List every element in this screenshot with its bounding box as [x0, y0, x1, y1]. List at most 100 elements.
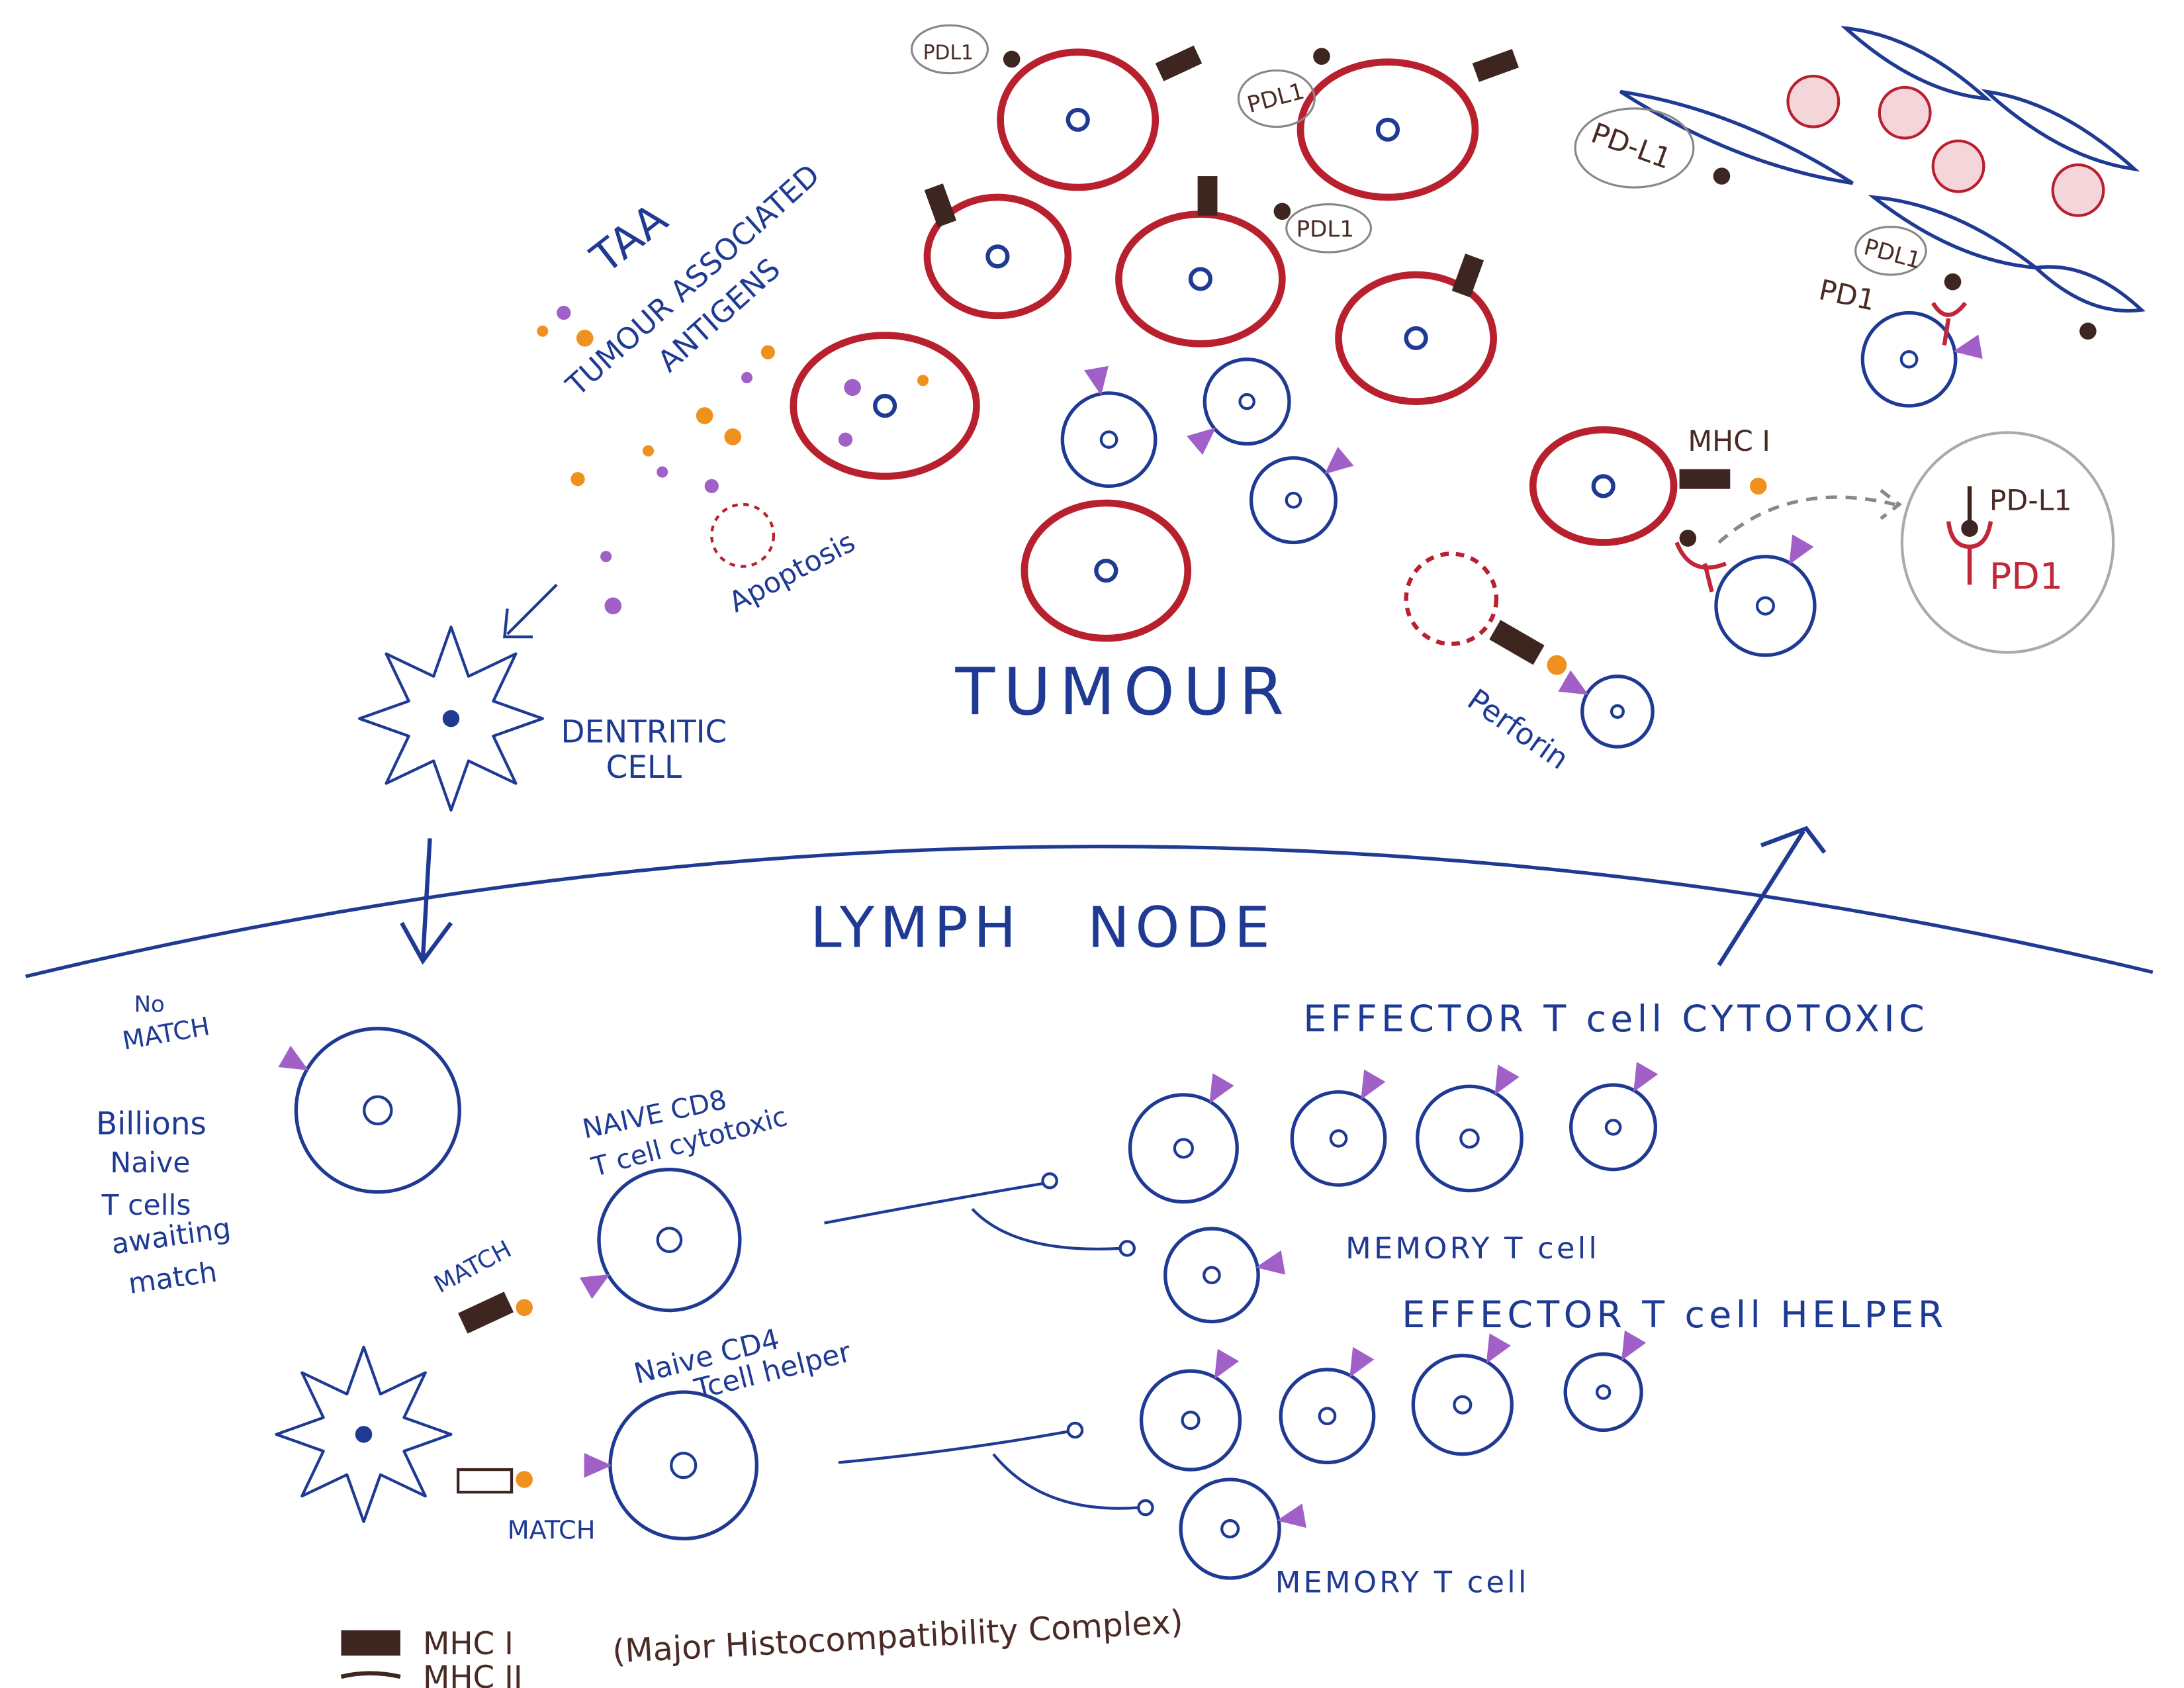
- tumour-nucleus: [1591, 474, 1615, 498]
- dying-tumour-cell: [1404, 551, 1499, 646]
- tumour-cell: [923, 193, 1072, 320]
- pdl1-pd1-binding-icon: [1946, 486, 1993, 585]
- tcr-receptor-icon: [1255, 1250, 1286, 1275]
- t-cell-nucleus: [670, 1452, 698, 1479]
- effector-cytotoxic-label: EFFECTOR T cell CYTOTOXIC: [1303, 998, 1929, 1041]
- memory-label-a: MEMORY T cell: [1345, 1231, 1600, 1266]
- tumour-cell: [997, 48, 1160, 191]
- tumour-title: TUMOUR: [955, 655, 1293, 730]
- naive-t-cell: [294, 1027, 461, 1194]
- antigen-speck: [570, 472, 585, 487]
- antigen-speck: [838, 432, 853, 447]
- tumour-cell: [1297, 58, 1479, 201]
- pdl1-label-c: PDL1: [1297, 216, 1354, 243]
- tumour-nucleus: [1404, 326, 1428, 350]
- dashed-arrow-icon: [1717, 489, 1903, 544]
- tumour-cell: [1021, 499, 1192, 642]
- red-blood-cell: [1786, 74, 1841, 128]
- cytotoxic-t-cell: [1860, 310, 1958, 408]
- arrow-down-icon: [400, 838, 453, 965]
- pdl1-icon: [1273, 203, 1291, 220]
- t-cell-nucleus: [1220, 1519, 1240, 1539]
- t-cell-nucleus: [1318, 1407, 1337, 1426]
- effector-cytotoxic-t-cell: [1416, 1084, 1524, 1193]
- dendritic-label-1: DENTRITIC: [561, 715, 727, 751]
- tcr-receptor-icon: [1209, 1073, 1234, 1103]
- mhc2-legend-icon: [340, 1671, 401, 1679]
- lymph-node-boundary: [25, 845, 2154, 978]
- antigen-speck: [1547, 655, 1567, 675]
- antigen-speck: [516, 1299, 533, 1317]
- legend-mhc1: MHC I: [423, 1626, 514, 1662]
- mhc1-icon: [1155, 45, 1203, 81]
- cytotoxic-t-cell: [1580, 675, 1655, 749]
- endothelial-cell: [2032, 265, 2146, 313]
- t-cell-nucleus: [1203, 1266, 1221, 1285]
- tumour-cell: [1115, 211, 1286, 348]
- mhc1-icon: [1197, 176, 1218, 216]
- tcr-receptor-icon: [1277, 1503, 1306, 1528]
- taa-label: TAA: [582, 194, 677, 283]
- dendritic-nucleus: [355, 1426, 373, 1443]
- mhc1-legend-icon: [341, 1630, 400, 1656]
- tcr-receptor-icon: [1494, 1064, 1520, 1095]
- arrow-up-icon: [1717, 825, 1827, 966]
- tcr-receptor-icon: [1621, 1330, 1647, 1361]
- tumour-nucleus: [985, 244, 1010, 269]
- billions-line-2: Naive: [110, 1147, 190, 1180]
- t-cell-nucleus: [1610, 704, 1625, 719]
- tcr-receptor-icon: [1789, 534, 1814, 565]
- tcr-receptor-icon: [1361, 1069, 1386, 1100]
- antigen-speck: [724, 428, 741, 445]
- cytotoxic-t-cell: [1060, 391, 1158, 489]
- antigen-speck: [657, 466, 668, 478]
- pd1-receptor-icon: [1931, 301, 1968, 346]
- dendritic-nucleus: [442, 710, 460, 727]
- t-cell-nucleus: [1755, 596, 1775, 616]
- pdl1-icon: [1313, 48, 1330, 65]
- antigen-speck: [741, 371, 753, 383]
- mhc1-label: MHC I: [1688, 425, 1770, 458]
- memory-label-b: MEMORY T cell: [1275, 1565, 1529, 1599]
- t-cell-nucleus: [1899, 350, 1919, 369]
- antigen-speck: [537, 325, 549, 337]
- differentiation-lines: [824, 1172, 1154, 1517]
- effector-helper-t-cell: [1563, 1352, 1643, 1432]
- t-cell-nucleus: [1238, 393, 1255, 410]
- t-cell-nucleus: [1595, 1384, 1612, 1400]
- memory-cytotoxic-t-cell: [1163, 1227, 1260, 1324]
- dendritic-cell: [358, 626, 544, 812]
- cytotoxic-t-cell: [1249, 456, 1338, 545]
- billions-line-3: T cells: [101, 1189, 191, 1222]
- tumour-cell: [1529, 426, 1678, 546]
- tumour-cell: [1335, 271, 1497, 405]
- no-match-label-2: MATCH: [120, 1011, 212, 1056]
- tcr-receptor-icon: [278, 1045, 309, 1070]
- tumour-nucleus: [1066, 107, 1090, 132]
- tcr-receptor-icon: [1953, 334, 1983, 359]
- mhc1-icon: [1472, 48, 1519, 82]
- mhc1-icon: [458, 1291, 514, 1334]
- t-cell-nucleus: [1453, 1395, 1473, 1415]
- legend-mhc-full: (Major Histocompatibility Complex): [612, 1603, 1184, 1671]
- pdl1-icon: [1003, 50, 1021, 68]
- pdl1-label-b: PDL1: [1244, 78, 1307, 118]
- arrow-to-dendritic-icon: [503, 583, 558, 639]
- diagram-shapes: [275, 26, 2146, 1580]
- tcr-receptor-icon: [1349, 1346, 1375, 1378]
- vessel-pdl1-label-b: PDL1: [1861, 234, 1924, 274]
- antigen-speck: [604, 597, 622, 615]
- antigen-speck: [917, 375, 929, 387]
- t-cell-nucleus: [1285, 491, 1302, 509]
- t-cell-nucleus: [1329, 1129, 1348, 1148]
- memory-helper-t-cell: [1179, 1477, 1281, 1580]
- tcr-receptor-icon: [584, 1453, 612, 1478]
- pdl1-icon: [1679, 530, 1697, 547]
- antigen-speck: [576, 330, 594, 347]
- red-blood-cell: [2051, 163, 2105, 217]
- inset-pdl1-label: PD-L1: [1989, 485, 2072, 518]
- effector-cytotoxic-t-cell: [1128, 1093, 1239, 1204]
- t-cell-nucleus: [656, 1227, 683, 1253]
- dendritic-label-2: CELL: [606, 750, 682, 786]
